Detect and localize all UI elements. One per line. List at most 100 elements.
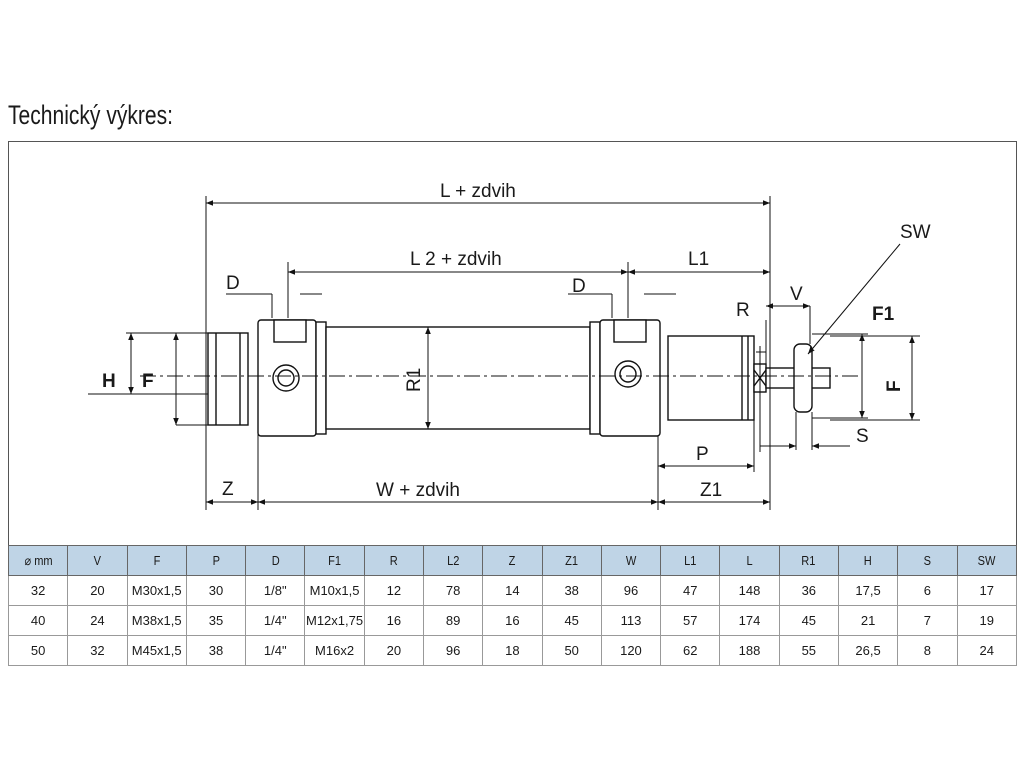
header-label: L2: [446, 553, 460, 568]
table-cell: 1/4": [245, 635, 306, 666]
table-cell: 55: [778, 635, 839, 666]
table-cell: 174: [719, 605, 780, 636]
table-cell: 18: [482, 635, 543, 666]
table-cell: 32: [7, 575, 69, 606]
label-f-left: F: [142, 371, 154, 392]
table-cell: 17: [956, 575, 1017, 606]
table-cell: 16: [363, 605, 424, 636]
table-header-cell: Z: [482, 545, 543, 576]
label-w-stroke: W + zdvih: [376, 480, 460, 501]
table-header-cell: H: [837, 545, 899, 576]
header-label: R: [389, 553, 398, 568]
label-z: Z: [222, 479, 234, 500]
table-header-cell: F1: [304, 545, 365, 576]
table-cell: 1/4": [245, 605, 306, 636]
table-cell: 36: [778, 575, 839, 606]
table-cell: 32: [67, 635, 128, 666]
table-cell: 45: [778, 605, 839, 636]
table-cell: 89: [422, 605, 484, 636]
table-cell: 8: [897, 635, 958, 666]
table-cell: M16x2: [304, 635, 365, 666]
table-cell: 12: [363, 575, 424, 606]
label-l2-stroke: L 2 + zdvih: [410, 249, 502, 270]
label-z1: Z1: [700, 480, 722, 501]
header-label: P: [212, 553, 220, 568]
table-cell: 62: [660, 635, 721, 666]
label-p: P: [696, 444, 709, 465]
header-label: Z: [509, 553, 516, 568]
table-cell: 47: [660, 575, 721, 606]
header-label: D: [271, 553, 280, 568]
table-cell: 38: [185, 635, 247, 666]
page-title: Technický výkres:: [8, 100, 174, 130]
table-cell: M38x1,5: [126, 605, 187, 636]
table-cell: M30x1,5: [126, 575, 187, 606]
header-label: R1: [801, 553, 816, 568]
table-header-cell: L: [719, 545, 780, 576]
header-label: SW: [977, 553, 996, 568]
table-header-cell: L2: [422, 545, 484, 576]
table-header-cell: ⌀ mm: [7, 545, 69, 576]
label-h: H: [102, 371, 116, 392]
header-label: W: [625, 553, 637, 568]
table-header-cell: L1: [660, 545, 721, 576]
table-cell: 17,5: [837, 575, 899, 606]
table-header-cell: W: [600, 545, 662, 576]
table-header-cell: P: [185, 545, 247, 576]
table-cell: 26,5: [837, 635, 899, 666]
table-header-cell: Z1: [541, 545, 602, 576]
table-cell: 120: [600, 635, 662, 666]
cylinder-body: [207, 319, 831, 437]
header-label: F: [153, 553, 161, 568]
header-label: L1: [684, 553, 697, 568]
table-cell: 50: [541, 635, 602, 666]
table-cell: 21: [837, 605, 899, 636]
table-cell: 57: [660, 605, 721, 636]
dimension-lines: [88, 196, 920, 510]
table-header-cell: R: [363, 545, 424, 576]
table-cell: 6: [897, 575, 958, 606]
label-d-left: D: [226, 273, 240, 294]
table-cell: M12x1,75: [304, 605, 365, 636]
table-cell: 20: [363, 635, 424, 666]
table-header-cell: R1: [778, 545, 839, 576]
table-cell: M10x1,5: [304, 575, 365, 606]
header-label: H: [864, 553, 873, 568]
table-cell: 78: [422, 575, 484, 606]
table-cell: 1/8": [245, 575, 306, 606]
table-cell: 188: [719, 635, 780, 666]
label-f-right: F: [884, 380, 905, 392]
table-cell: 19: [956, 605, 1017, 636]
table-cell: 16: [482, 605, 543, 636]
table-header-cell: F: [126, 545, 187, 576]
header-label: F1: [328, 553, 341, 568]
dimension-labels: L + zdvih L 2 + zdvih L1 D D R V SW F1 H…: [102, 181, 931, 501]
table-cell: 30: [185, 575, 247, 606]
table-cell: 35: [185, 605, 247, 636]
table-cell: 96: [422, 635, 484, 666]
header-label: L: [746, 553, 753, 568]
table-cell: M45x1,5: [126, 635, 187, 666]
header-label: Z1: [565, 553, 579, 568]
table-cell: 24: [956, 635, 1017, 666]
table-cell: 40: [7, 605, 69, 636]
table-cell: 96: [600, 575, 662, 606]
table-cell: 24: [67, 605, 128, 636]
label-l1: L1: [688, 249, 709, 270]
label-v: V: [790, 284, 803, 305]
label-r1: R1: [404, 368, 425, 392]
table-cell: 14: [482, 575, 543, 606]
table-cell: 7: [897, 605, 958, 636]
header-label: S: [923, 553, 932, 568]
label-d-right: D: [572, 276, 586, 297]
label-s: S: [856, 426, 869, 447]
table-header-cell: S: [897, 545, 958, 576]
table-cell: 45: [541, 605, 602, 636]
table-cell: 20: [67, 575, 128, 606]
